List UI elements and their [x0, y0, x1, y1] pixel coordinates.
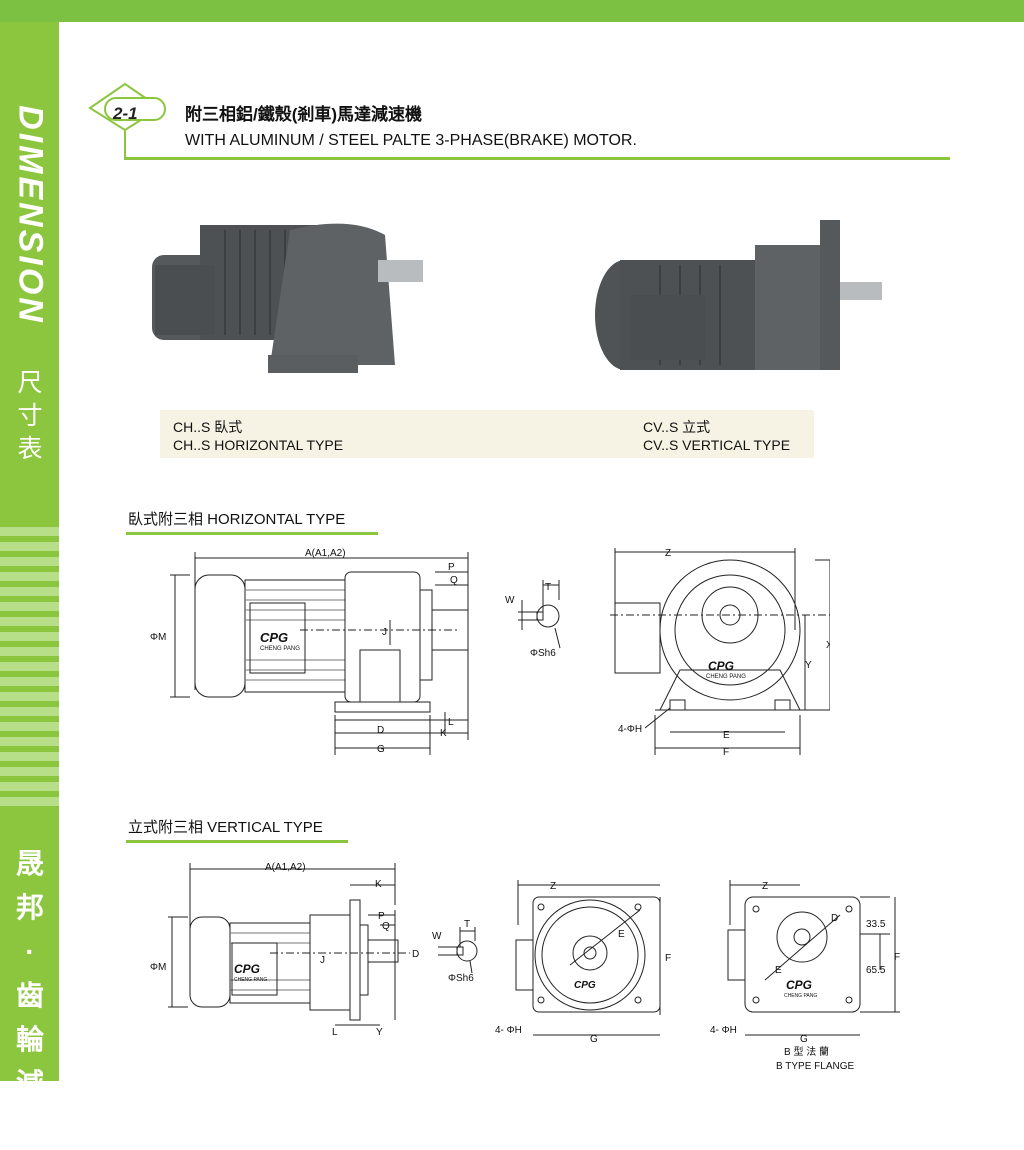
h-label-a: A(A1,A2)	[305, 548, 346, 559]
section-title-en: WITH ALUMINUM / STEEL PALTE 3-PHASE(BRAK…	[185, 132, 637, 149]
v-label-h: 4- ΦH	[495, 1025, 522, 1036]
v-label-w: W	[432, 931, 442, 942]
v-flange-caption-en: B TYPE FLANGE	[776, 1061, 855, 1072]
vertical-caption: CV..S 立式 CV..S VERTICAL TYPE	[643, 419, 791, 453]
v-flange-caption-zh: B 型 法 蘭	[784, 1045, 829, 1058]
h-label-e: E	[723, 730, 730, 741]
h-label-s: ΦSh6	[530, 648, 556, 659]
sidebar-title-zh: 尺寸表	[17, 369, 43, 463]
v-label-z2: Z	[762, 881, 768, 892]
h-label-d: D	[377, 725, 384, 736]
h-label-k: K	[440, 728, 447, 739]
v-label-j: J	[320, 955, 325, 966]
sidebar-stripes	[0, 527, 59, 812]
horizontal-title-underline	[126, 532, 378, 535]
vertical-title-underline	[126, 840, 348, 843]
v-label-z: Z	[550, 881, 556, 892]
v-dim-65-5: 65.5	[866, 965, 886, 976]
h-end-brand-sub: CHENG PANG	[706, 674, 746, 680]
v-label-h2: 4- ΦH	[710, 1025, 737, 1036]
h-motor-brand-sub: CHENG PANG	[260, 646, 300, 652]
v-label-y: Y	[376, 1027, 383, 1038]
h-label-g: G	[377, 744, 385, 755]
v-label-f: F	[665, 953, 671, 964]
h-label-h: 4-ΦH	[618, 724, 642, 735]
vertical-type-drawing: A(A1,A2) K P Q J ΦM D L Y W T ΦSh6 Z E F…	[150, 862, 900, 1072]
v-dim-33-5: 33.5	[866, 919, 886, 930]
h-label-m: ΦM	[150, 632, 166, 643]
h-label-w: W	[505, 595, 515, 606]
v-label-e: E	[618, 929, 625, 940]
v-label-l: L	[332, 1027, 338, 1038]
v-label-p: P	[378, 911, 385, 922]
sidebar: DIMENSION 尺寸表 晟邦·齒輪減速	[0, 22, 59, 1143]
v-b-flange-brand-sub: CHENG PANG	[784, 993, 817, 999]
h-label-t: T	[545, 582, 551, 593]
h-label-f: F	[723, 747, 729, 758]
horizontal-section-title: 臥式附三相 HORIZONTAL TYPE	[128, 511, 346, 528]
v-label-f2: F	[894, 952, 900, 963]
h-label-j: J	[382, 627, 387, 638]
v-label-e2: E	[775, 965, 782, 976]
vertical-section-title: 立式附三相 VERTICAL TYPE	[128, 819, 323, 836]
v-b-flange-brand: CPG	[786, 978, 812, 992]
sidebar-title-en: DIMENSION	[11, 105, 50, 325]
top-green-bar	[0, 0, 1024, 22]
photo-caption-band	[160, 410, 814, 458]
h-motor-brand: CPG	[260, 630, 288, 645]
v-label-a: A(A1,A2)	[265, 862, 306, 873]
h-label-z: Z	[665, 548, 671, 559]
v-label-q: Q	[382, 921, 390, 932]
h-end-brand: CPG	[708, 659, 734, 673]
h-label-p: P	[448, 562, 455, 573]
heading-underline	[125, 157, 950, 160]
v-label-g2: G	[800, 1034, 808, 1045]
horizontal-type-drawing: A(A1,A2) P Q J ΦM L D K G W T ΦSh6 Z X Y…	[150, 548, 830, 758]
v-label-g: G	[590, 1034, 598, 1045]
v-label-d: D	[412, 949, 419, 960]
section-title-zh: 附三相鋁/鐵殼(剎車)馬達減速機	[185, 105, 423, 124]
h-label-q: Q	[450, 575, 458, 586]
v-label-s: ΦSh6	[448, 973, 474, 984]
section-badge	[88, 82, 166, 160]
v-label-k: K	[375, 879, 382, 890]
sidebar-brand: 晟邦·齒輪減速	[15, 848, 44, 1143]
v-label-d2: D	[831, 913, 838, 924]
h-label-x: X	[826, 640, 830, 651]
v-label-t: T	[464, 919, 470, 930]
section-number: 2-1	[113, 104, 138, 123]
v-label-m: ΦM	[150, 962, 166, 973]
v-motor-brand: CPG	[234, 962, 260, 976]
horizontal-caption: CH..S 臥式 CH..S HORIZONTAL TYPE	[173, 419, 344, 453]
v-flange-brand: CPG	[574, 980, 596, 991]
vertical-motor-photo	[595, 220, 882, 370]
h-label-y: Y	[805, 660, 812, 671]
h-label-l: L	[448, 717, 454, 728]
v-motor-brand-sub: CHENG PANG	[234, 977, 267, 983]
horizontal-motor-photo	[152, 223, 423, 373]
